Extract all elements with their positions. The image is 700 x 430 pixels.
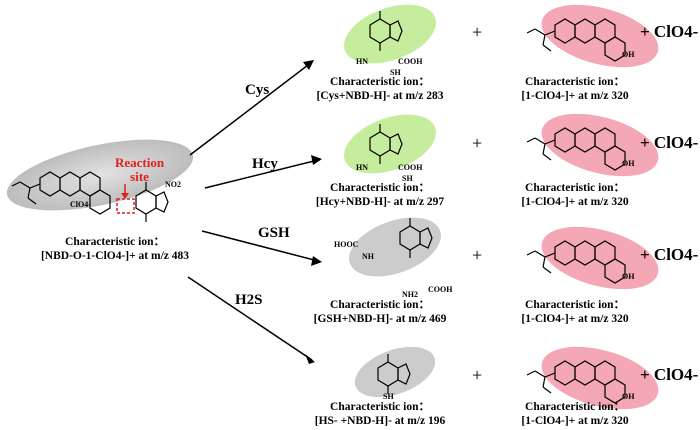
reagent-hcy: Hcy (252, 156, 278, 172)
gsh-product-label: Characteristic ion：[GSH+NBD-H]- at m/z 4… (313, 299, 447, 325)
fluor-highlight-3 (541, 226, 659, 290)
reagent-h2s: H2S (235, 292, 263, 308)
gsh-hooc: HOOC (334, 240, 359, 249)
hcy-product-label: Characteristic ion：[Hcy+NBD-H]- at m/z 2… (315, 182, 445, 208)
h2s-product-highlight (354, 346, 436, 398)
fluor-label-4: Characteristic ion：[1-ClO4-]+ at m/z 320 (521, 401, 629, 427)
fluor-highlight-4 (541, 346, 659, 410)
gsh-nh: NH (362, 252, 374, 261)
arrow-hcy (204, 155, 322, 189)
fluor-oh-4: OH (622, 392, 635, 401)
reactant-counterion: ClO4- (70, 200, 91, 209)
byproduct-3: + ClO4- (640, 245, 699, 264)
arrow-gsh (201, 230, 322, 266)
reactant-no2: NO2 (165, 180, 181, 189)
reagent-gsh: GSH (258, 225, 290, 241)
arrow-h2s (187, 276, 315, 364)
reactant-label: Characteristic ion：[NBD-O-1-ClO4-]+ at m… (40, 236, 190, 262)
plus-4: + (472, 365, 483, 385)
hcy-sh: SH (402, 174, 413, 183)
reactant-highlight (6, 139, 194, 211)
cys-sh: SH (390, 68, 401, 77)
byproduct-2: + ClO4- (640, 133, 699, 152)
fluor-oh-2: OH (622, 159, 635, 168)
h2s-sh: SH (383, 392, 394, 401)
reaction-site-box (116, 198, 135, 214)
fluor-oh-3: OH (622, 272, 635, 281)
fluor-oh-1: OH (622, 50, 635, 59)
gsh-nh2: NH2 (402, 290, 418, 299)
arrow-cys (189, 60, 314, 156)
cys-hn: HN (356, 57, 368, 66)
reagent-cys: Cys (245, 82, 270, 98)
hcy-cooh: COOH (398, 163, 423, 172)
gsh-product-highlight (349, 217, 441, 277)
fluor-label-2: Characteristic ion：[1-ClO4-]+ at m/z 320 (521, 182, 629, 208)
gsh-cooh: COOH (428, 285, 453, 294)
cys-product-label: Characteristic ion：[Cys+NBD-H]- at m/z 2… (316, 76, 444, 102)
fluor-highlight-2 (541, 113, 659, 177)
fluor-highlight-1 (541, 4, 659, 68)
fluor-label-1: Characteristic ion：[1-ClO4-]+ at m/z 320 (521, 76, 629, 102)
byproduct-4: + ClO4- (640, 365, 699, 384)
cys-cooh: COOH (398, 57, 423, 66)
plus-3: + (472, 245, 483, 265)
plus-1: + (472, 22, 483, 42)
hcy-hn: HN (356, 163, 368, 172)
fluor-label-3: Characteristic ion：[1-ClO4-]+ at m/z 320 (521, 299, 629, 325)
plus-2: + (472, 133, 483, 153)
byproduct-1: + ClO4- (640, 22, 699, 41)
h2s-product-label: Characteristic ion：[HS- +NBD-H]- at m/z … (314, 401, 446, 427)
